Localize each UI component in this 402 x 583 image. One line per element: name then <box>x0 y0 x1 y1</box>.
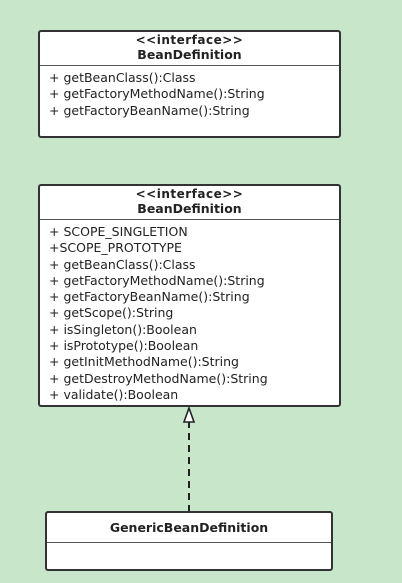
member-item: + getInitMethodName():String <box>49 354 239 370</box>
member-item: + getBeanClass():Class <box>49 70 196 85</box>
member-list-empty <box>47 543 331 547</box>
member-item: + getFactoryBeanName():String <box>49 102 250 118</box>
class-name: GenericBeanDefinition <box>109 520 269 535</box>
stereotype-label: <<interface>> <box>135 33 244 47</box>
implementation-class-box[interactable]: GenericBeanDefinition <box>45 511 333 571</box>
member-list: + getBeanClass():Class + getFactoryMetho… <box>40 66 339 119</box>
hollow-arrowhead-icon <box>182 405 196 423</box>
interface-class-box-top[interactable]: <<interface>> BeanDefinition + getBeanCl… <box>38 30 341 138</box>
class-header: <<interface>> BeanDefinition <box>40 32 339 66</box>
member-item: +SCOPE_PROTOTYPE <box>49 240 182 256</box>
member-item: + isPrototype():Boolean <box>49 338 199 354</box>
class-name: BeanDefinition <box>137 201 242 216</box>
class-header: <<interface>> BeanDefinition <box>40 186 339 220</box>
member-item: + validate():Boolean <box>49 386 179 402</box>
member-item: + isSingleton():Boolean <box>49 321 197 337</box>
member-item: + getDestroyMethodName():String <box>49 370 268 386</box>
class-header: GenericBeanDefinition <box>47 513 331 543</box>
member-item: + getFactoryBeanName():String <box>49 289 250 305</box>
interface-class-box-middle[interactable]: <<interface>> BeanDefinition + SCOPE_SIN… <box>38 184 341 407</box>
member-item: + getScope():String <box>49 305 174 321</box>
member-item: + getFactoryMethodName():String <box>49 272 265 288</box>
class-name: BeanDefinition <box>137 47 242 62</box>
member-list: + SCOPE_SINGLETION +SCOPE_PROTOTYPE + ge… <box>40 220 339 403</box>
member-item: + getBeanClass():Class <box>49 256 196 272</box>
member-item: + getFactoryMethodName():String <box>49 86 265 102</box>
member-item: + SCOPE_SINGLETION <box>49 224 188 239</box>
stereotype-label: <<interface>> <box>135 187 244 201</box>
